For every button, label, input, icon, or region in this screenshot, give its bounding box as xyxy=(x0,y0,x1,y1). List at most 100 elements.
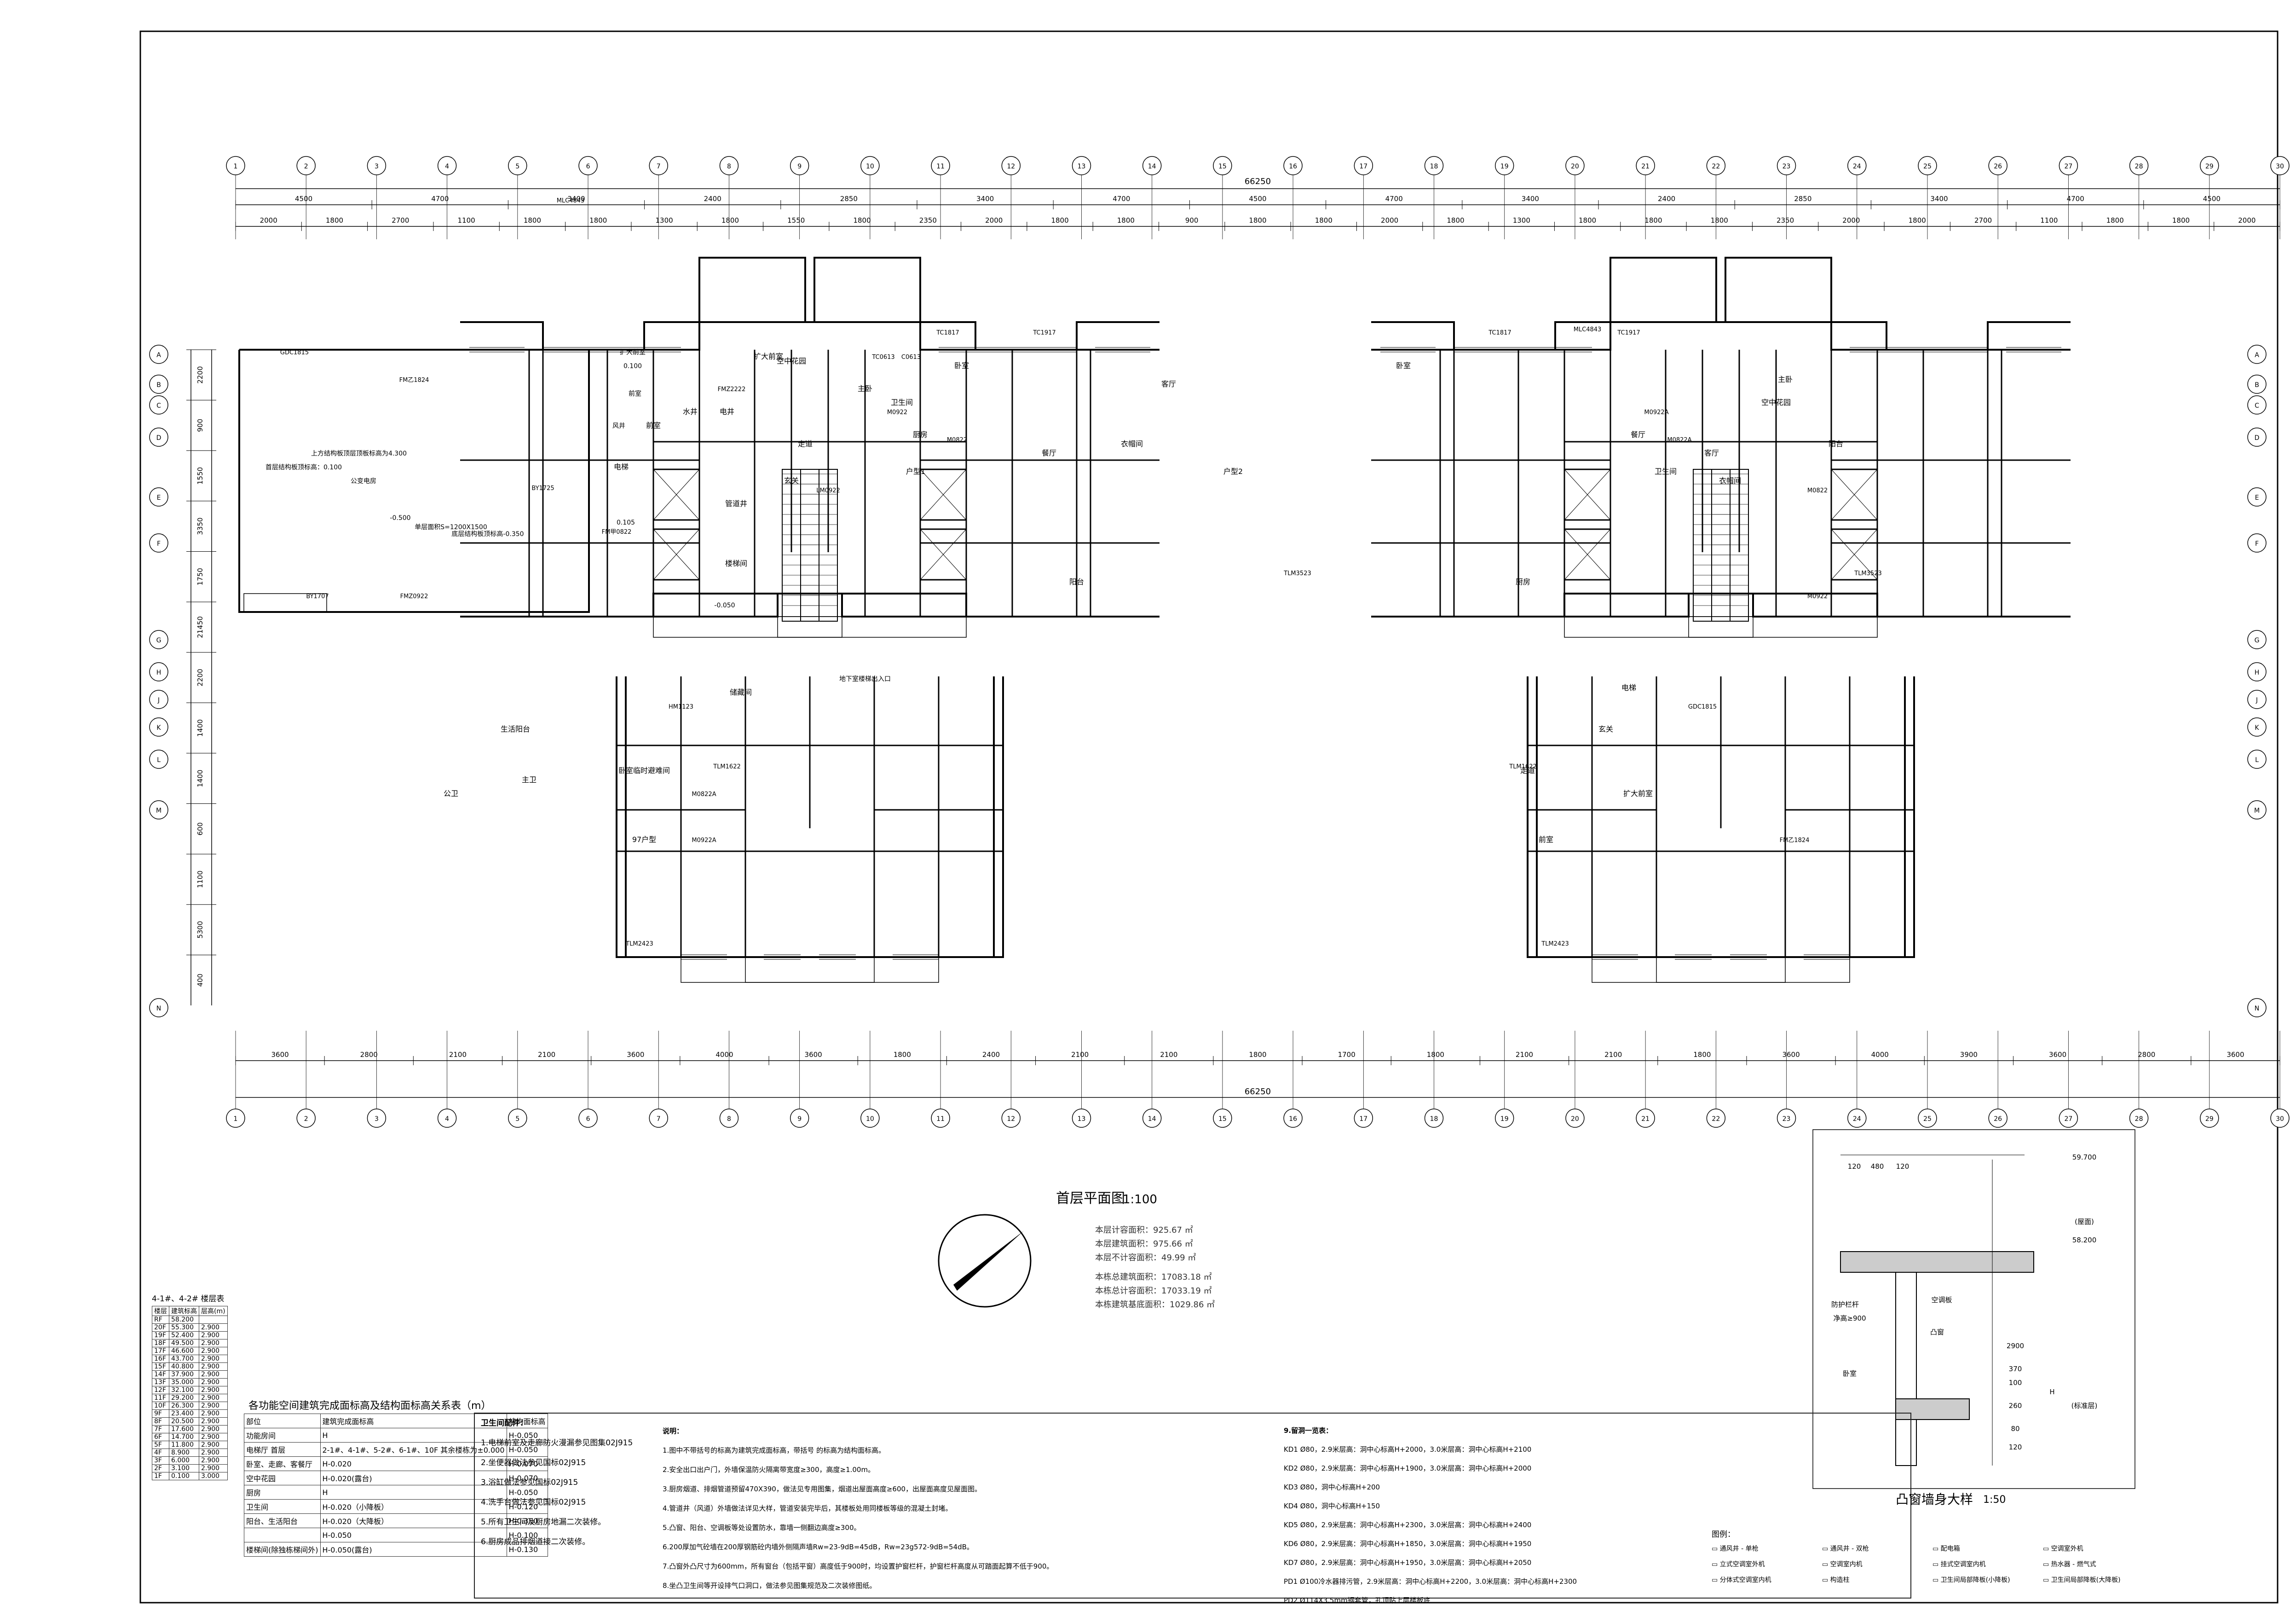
legend-item: ▭ 构造柱 xyxy=(1822,1576,1850,1584)
table-cell: 2.900 xyxy=(199,1339,228,1347)
drawing-scale: 1:100 xyxy=(1123,1193,1157,1206)
detail-label: 58.200 xyxy=(2072,1236,2097,1244)
axis-label-top: 30 xyxy=(2276,163,2284,170)
legend-item: ▭ 卫生间局部降板(大降板) xyxy=(2043,1576,2121,1584)
axis-bubble-left xyxy=(149,690,168,709)
legend-item: ▭ 挂式空调室内机 xyxy=(1933,1561,1986,1568)
room-label: 扩大前室 xyxy=(754,352,783,361)
note-line: 3.浴缸做法参见国标02J915 xyxy=(481,1478,578,1487)
note-line: 7.凸窗外凸尺寸为600mm，所有窗台（包括平窗）高度低于900时，均设置护窗栏… xyxy=(663,1562,1054,1570)
table-cell: 0.100 xyxy=(169,1472,199,1480)
table-cell: 20F xyxy=(152,1323,169,1332)
axis-label-bottom: 15 xyxy=(1218,1115,1227,1123)
room-label: 卧室 xyxy=(954,361,969,370)
room-label: 衣帽间 xyxy=(1121,439,1143,448)
dimension-value: 2000 xyxy=(1381,216,1398,225)
axis-label-bottom: 6 xyxy=(586,1115,590,1123)
table-cell: 32.100 xyxy=(169,1386,199,1394)
detail-label: 卧室 xyxy=(1843,1369,1857,1378)
drawing-title: 首层平面图 xyxy=(1056,1190,1125,1206)
window-code: M0922 xyxy=(887,409,907,416)
window-code: HM1123 xyxy=(669,704,693,710)
table-cell: 2.900 xyxy=(199,1409,228,1418)
axis-label-top: 27 xyxy=(2064,163,2072,170)
sill-slab xyxy=(1895,1398,1970,1420)
table-cell: 14F xyxy=(152,1370,169,1379)
table-cell: 13F xyxy=(152,1378,169,1386)
table-cell: 8F xyxy=(152,1417,169,1426)
room-label: 户型2 xyxy=(1223,467,1243,476)
table-cell: 40.800 xyxy=(169,1362,199,1371)
table-cell: 2F xyxy=(152,1464,169,1472)
axis-label-bottom: 23 xyxy=(1783,1115,1791,1123)
axis-bubble-right xyxy=(2247,630,2267,649)
axis-label-top: 18 xyxy=(1430,163,1438,170)
axis-bubble-left xyxy=(149,487,168,507)
dimension-value: 1800 xyxy=(589,216,607,225)
dimension-value: 1800 xyxy=(1117,216,1135,225)
table-cell: 2.900 xyxy=(199,1464,228,1472)
table-cell: 46.600 xyxy=(169,1347,199,1355)
table-cell: 14.700 xyxy=(169,1433,199,1441)
axis-label-bottom: 28 xyxy=(2135,1115,2143,1123)
dimension-value: 1550 xyxy=(787,216,805,225)
window-code: TC1817 xyxy=(936,329,959,336)
balcony xyxy=(1592,957,1786,983)
detail-label: 59.700 xyxy=(2072,1153,2097,1161)
room-label: 水井 xyxy=(683,407,698,416)
axis-label-top: 17 xyxy=(1359,163,1367,170)
room-labels: 卧室主卧客厅餐厅厨房卫生间阳台空中花园衣帽间走道玄关扩大前室前室电梯水井电井户型… xyxy=(265,197,1882,947)
dimension-value: 1800 xyxy=(1711,216,1728,225)
axis-label-left: E xyxy=(157,494,161,502)
room-label: 客厅 xyxy=(1161,380,1176,388)
axis-label-left: H xyxy=(156,669,162,676)
axis-label-top: 6 xyxy=(586,163,590,170)
table-cell: 17F xyxy=(152,1347,169,1355)
table-cell: 2.900 xyxy=(199,1425,228,1433)
table-cell: 电梯厅 首层 xyxy=(244,1442,321,1457)
dimension-value: 1300 xyxy=(656,216,673,225)
table-cell: 43.700 xyxy=(169,1355,199,1363)
dimension-value: 1550 xyxy=(196,467,204,485)
table-cell: 2.900 xyxy=(199,1441,228,1449)
detail-label: 120 xyxy=(1848,1162,1861,1171)
axis-label-bottom: 22 xyxy=(1712,1115,1720,1123)
axis-label-right: D xyxy=(2255,434,2260,442)
axis-label-bottom: 26 xyxy=(1994,1115,2002,1123)
table-cell: 2.900 xyxy=(199,1323,228,1332)
axis-label-top: 4 xyxy=(445,163,449,170)
axis-label-top: 15 xyxy=(1218,163,1227,170)
room-label: 卫生间 xyxy=(891,398,913,407)
dimension-value: 1800 xyxy=(721,216,739,225)
axis-bubble-right xyxy=(2247,800,2267,820)
notes-frame xyxy=(474,1413,1911,1599)
dimension-value: 2850 xyxy=(840,195,858,203)
room-label: 储藏间 xyxy=(730,688,752,697)
detail-label: 净高≥900 xyxy=(1833,1314,1866,1322)
axis-label-bottom: 18 xyxy=(1430,1115,1438,1123)
axis-label-left: M xyxy=(156,807,162,814)
axis-label-right: A xyxy=(2255,352,2259,359)
window-code: TC1817 xyxy=(1488,329,1511,336)
axis-label-top: 12 xyxy=(1007,163,1015,170)
room-label: 厨房 xyxy=(1516,577,1530,586)
dimension-value: 2000 xyxy=(985,216,1003,225)
axis-label-bottom: 19 xyxy=(1500,1115,1509,1123)
axis-label-top: 13 xyxy=(1078,163,1086,170)
axis-label-left: F xyxy=(157,540,161,548)
table-cell: 52.400 xyxy=(169,1331,199,1339)
axis-bubble-right xyxy=(2247,662,2267,681)
table-cell: 楼层 xyxy=(152,1306,169,1316)
dimension-value: 2800 xyxy=(2138,1051,2155,1059)
detail-label: 480 xyxy=(1871,1162,1884,1171)
axis-label-left: N xyxy=(156,1005,161,1012)
elevator-shaft xyxy=(919,468,967,521)
dimension-value: 1800 xyxy=(524,216,541,225)
note-line: 1.图中不带括号的标高为建筑完成面标高，带括号 的标高为结构面标高。 xyxy=(663,1446,886,1455)
plan-note: 公变电房 xyxy=(351,478,376,485)
plan-note: 地下室楼梯出入口 xyxy=(839,675,891,683)
plan-note: 底层结构板顶标高-0.350 xyxy=(451,530,524,538)
